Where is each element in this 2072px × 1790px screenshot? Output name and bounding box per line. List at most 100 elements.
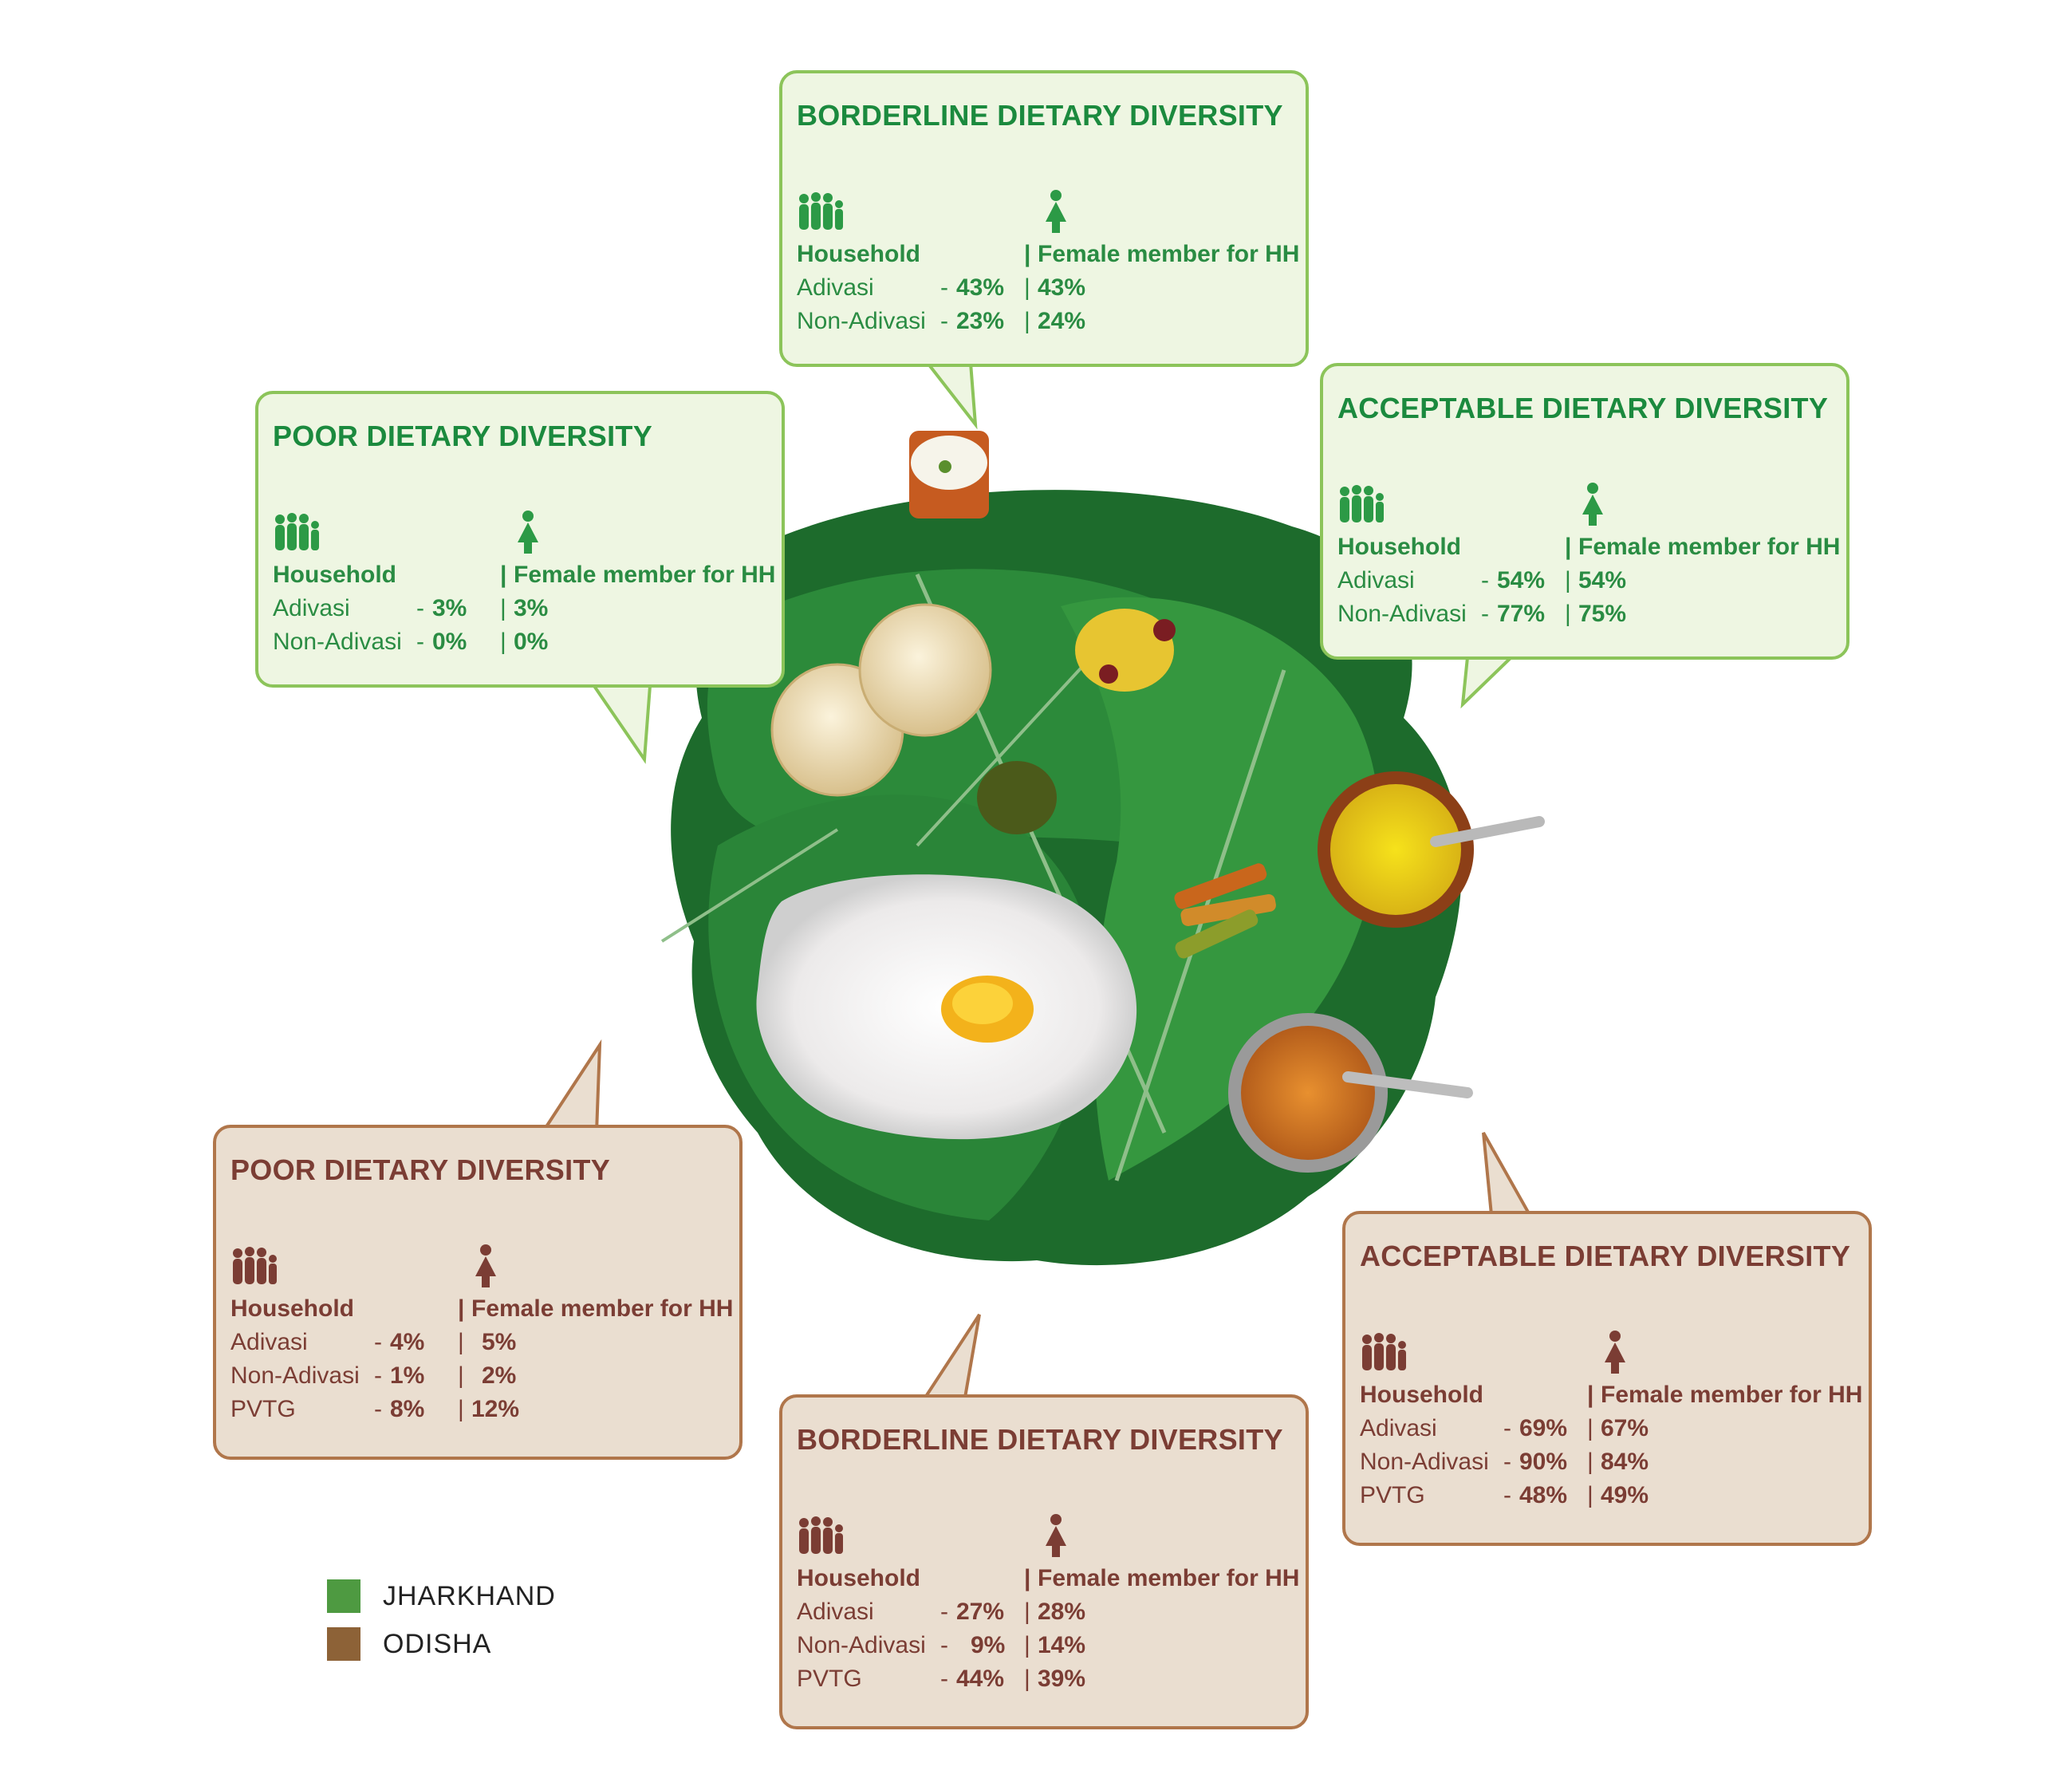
separator: | <box>458 1329 464 1355</box>
dash: - <box>940 274 948 301</box>
pointer-jh-borderline <box>924 361 978 430</box>
legend-item-odisha: ODISHA <box>327 1627 646 1662</box>
household-header: Household <box>230 1295 354 1322</box>
family-icon <box>799 1516 843 1554</box>
legend-swatch <box>327 1627 360 1661</box>
household-value: 8% <box>390 1396 425 1422</box>
separator: | <box>1565 601 1571 627</box>
female-value: 5% <box>482 1329 517 1355</box>
callout-box <box>1342 1211 1872 1546</box>
household-value: 27% <box>956 1599 1005 1625</box>
callout-title: BORDERLINE DIETARY DIVERSITY <box>797 1423 1283 1456</box>
female-header: Female member for HH <box>1578 534 1841 560</box>
group-label: Non-Adivasi <box>230 1362 360 1389</box>
female-value: 84% <box>1601 1449 1649 1475</box>
woman-icon <box>1046 1514 1066 1557</box>
family-icon <box>1340 485 1384 522</box>
header-row: Household | Female member for HH <box>797 1565 1307 1599</box>
separator: | <box>1587 1415 1593 1441</box>
greens-dish <box>977 761 1057 834</box>
jh-poor-callout: POOR DIETARY DIVERSITY Household | Femal… <box>255 391 785 688</box>
group-label: PVTG <box>1360 1482 1425 1508</box>
group-label: Adivasi <box>230 1329 308 1355</box>
jh-acceptable-callout: ACCEPTABLE DIETARY DIVERSITY Household |… <box>1320 363 1849 660</box>
header-row: Household | Female member for HH <box>230 1295 741 1329</box>
od-poor-callout: POOR DIETARY DIVERSITY Household | Femal… <box>213 1125 743 1460</box>
group-label: Adivasi <box>273 595 350 621</box>
dash: - <box>374 1329 382 1355</box>
woman-icon <box>518 511 538 554</box>
legend-item-jharkhand: JHARKHAND <box>327 1579 646 1615</box>
separator: | <box>1565 534 1572 560</box>
woman-icon <box>475 1244 496 1287</box>
group-label: Non-Adivasi <box>1360 1449 1489 1475</box>
female-header: Female member for HH <box>1038 1565 1300 1591</box>
household-value: 3% <box>432 595 467 621</box>
separator: | <box>458 1295 465 1322</box>
separator: | <box>1587 1449 1593 1475</box>
female-value: 12% <box>471 1396 520 1422</box>
separator: | <box>1565 567 1571 593</box>
group-label: Non-Adivasi <box>273 629 402 655</box>
female-value: 0% <box>514 629 549 655</box>
female-value: 39% <box>1038 1666 1086 1692</box>
data-row-non-adivasi: Non-Adivasi - 77% | 75% <box>1337 601 1848 634</box>
family-icon <box>275 513 319 550</box>
group-label: Adivasi <box>1337 567 1415 593</box>
group-label: Non-Adivasi <box>1337 601 1467 627</box>
female-value: 3% <box>514 595 549 621</box>
callout-title: POOR DIETARY DIVERSITY <box>273 420 653 452</box>
household-value: 1% <box>390 1362 425 1389</box>
header-row: Household | Female member for HH <box>1337 534 1848 567</box>
household-value: 90% <box>1519 1449 1568 1475</box>
woman-icon <box>1046 190 1066 233</box>
dash: - <box>940 1666 948 1692</box>
group-label: Non-Adivasi <box>797 1632 926 1658</box>
dash: - <box>1503 1415 1511 1441</box>
data-row-non-adivasi: Non-Adivasi - 90% | 84% <box>1360 1449 1870 1482</box>
household-header: Household <box>797 241 920 267</box>
household-value: 0% <box>432 629 467 655</box>
group-label: Adivasi <box>797 1599 874 1625</box>
data-row-adivasi: Adivasi - 69% | 67% <box>1360 1415 1870 1449</box>
household-value: 44% <box>956 1666 1005 1692</box>
female-value: 28% <box>1038 1599 1086 1625</box>
household-value: 48% <box>1519 1482 1568 1508</box>
group-label: PVTG <box>797 1666 862 1692</box>
household-value: 77% <box>1497 601 1546 627</box>
separator: | <box>458 1396 464 1422</box>
female-header: Female member for HH <box>471 1295 734 1322</box>
group-label: PVTG <box>230 1396 296 1422</box>
data-row-non-adivasi: Non-Adivasi - 1% | 2% <box>230 1362 741 1396</box>
separator: | <box>1024 241 1031 267</box>
dash: - <box>940 1599 948 1625</box>
female-header: Female member for HH <box>1601 1382 1863 1408</box>
callout-title: ACCEPTABLE DIETARY DIVERSITY <box>1360 1240 1851 1272</box>
separator: | <box>500 562 507 588</box>
female-value: 14% <box>1038 1632 1086 1658</box>
separator: | <box>1024 1632 1030 1658</box>
separator: | <box>1587 1482 1593 1508</box>
group-label: Adivasi <box>797 274 874 301</box>
dash: - <box>1481 601 1489 627</box>
pointer-od-borderline <box>922 1313 981 1399</box>
data-row-non-adivasi: Non-Adivasi - 9% | 14% <box>797 1632 1307 1666</box>
pointer-jh-acceptable <box>1460 656 1515 709</box>
separator: | <box>500 629 506 655</box>
header-row: Household | Female member for HH <box>797 241 1307 274</box>
family-icon <box>1362 1333 1406 1370</box>
female-header: Female member for HH <box>514 562 776 588</box>
vegetable-fry <box>1174 863 1276 959</box>
separator: | <box>1024 1565 1031 1591</box>
callout-box <box>779 70 1309 367</box>
female-value: 24% <box>1038 308 1086 334</box>
legend-label: ODISHA <box>383 1629 492 1659</box>
female-value: 43% <box>1038 274 1086 301</box>
callout-title: ACCEPTABLE DIETARY DIVERSITY <box>1337 392 1829 424</box>
callout-box <box>779 1394 1309 1729</box>
separator: | <box>1024 1599 1030 1625</box>
callout-title: POOR DIETARY DIVERSITY <box>230 1153 611 1186</box>
household-header: Household <box>797 1565 920 1591</box>
family-icon <box>799 192 843 230</box>
female-value: 2% <box>482 1362 517 1389</box>
